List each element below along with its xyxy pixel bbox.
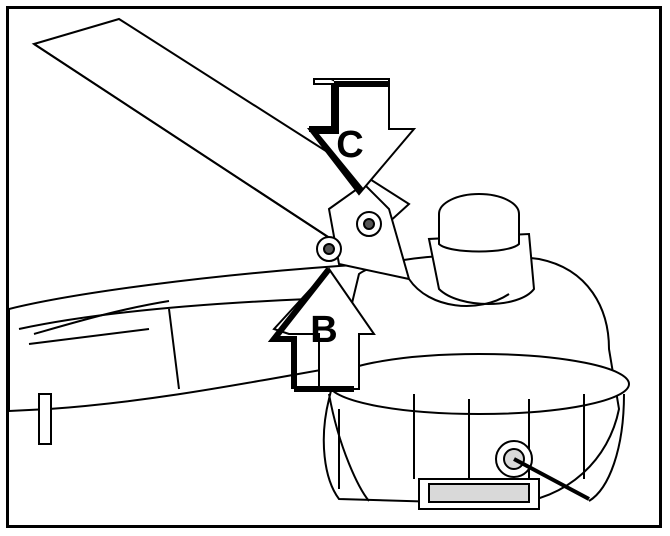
gear-housing — [408, 193, 536, 307]
trimmer-head-body — [322, 253, 630, 510]
screw-b — [316, 236, 342, 262]
trimmer-head-illustration: C B — [9, 17, 630, 510]
callout-c-label: C — [336, 124, 363, 166]
screw-c — [356, 211, 382, 237]
shaft — [31, 17, 411, 256]
diagram-frame: C B — [6, 6, 662, 528]
callout-c-arrow — [306, 78, 417, 196]
callout-b-label: B — [310, 309, 337, 351]
callout-b-arrow — [267, 267, 376, 392]
